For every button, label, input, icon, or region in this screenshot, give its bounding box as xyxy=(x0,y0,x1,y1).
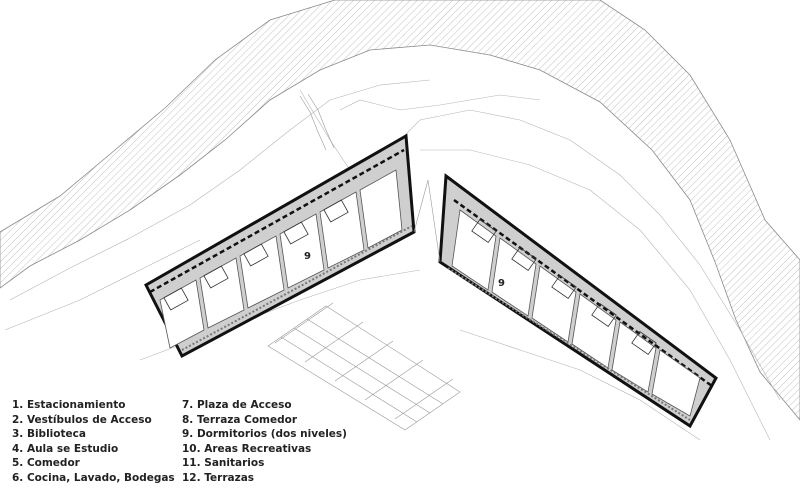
contour-lines xyxy=(4,79,781,441)
legend-column-right: 7. Plaza de Acceso 8. Terraza Comedor 9.… xyxy=(182,398,347,486)
legend-item: 10. Areas Recreativas xyxy=(182,442,312,455)
left-wing-building: 9 xyxy=(144,133,416,359)
legend-item: 4. Aula se Estudio xyxy=(12,442,119,455)
legend-item: 2. Vestíbulos de Acceso xyxy=(12,413,152,426)
legend-item: 3. Biblioteca xyxy=(12,428,86,441)
legend-item: 6. Cocina, Lavado, Bodegas xyxy=(12,471,175,484)
legend-item: 7. Plaza de Acceso xyxy=(182,399,292,411)
legend-item: 1. Estacionamiento xyxy=(12,399,126,411)
parking-area xyxy=(267,302,461,431)
legend-item: 9. Dormitorios (dos niveles) xyxy=(182,428,347,441)
left-wing-label: 9 xyxy=(304,251,311,262)
hillside-terrain xyxy=(0,0,800,421)
legend-item: 11. Sanitarios xyxy=(182,457,265,470)
legend-item: 5. Comedor xyxy=(12,457,80,470)
right-wing-building: 9 xyxy=(438,173,718,429)
legend-item: 12. Terrazas xyxy=(182,471,255,484)
right-wing-label: 9 xyxy=(498,278,505,289)
legend-column-left: 1. Estacionamiento 2. Vestíbulos de Acce… xyxy=(12,398,175,486)
central-walkway xyxy=(299,93,441,263)
legend-item: 8. Terraza Comedor xyxy=(182,413,298,426)
